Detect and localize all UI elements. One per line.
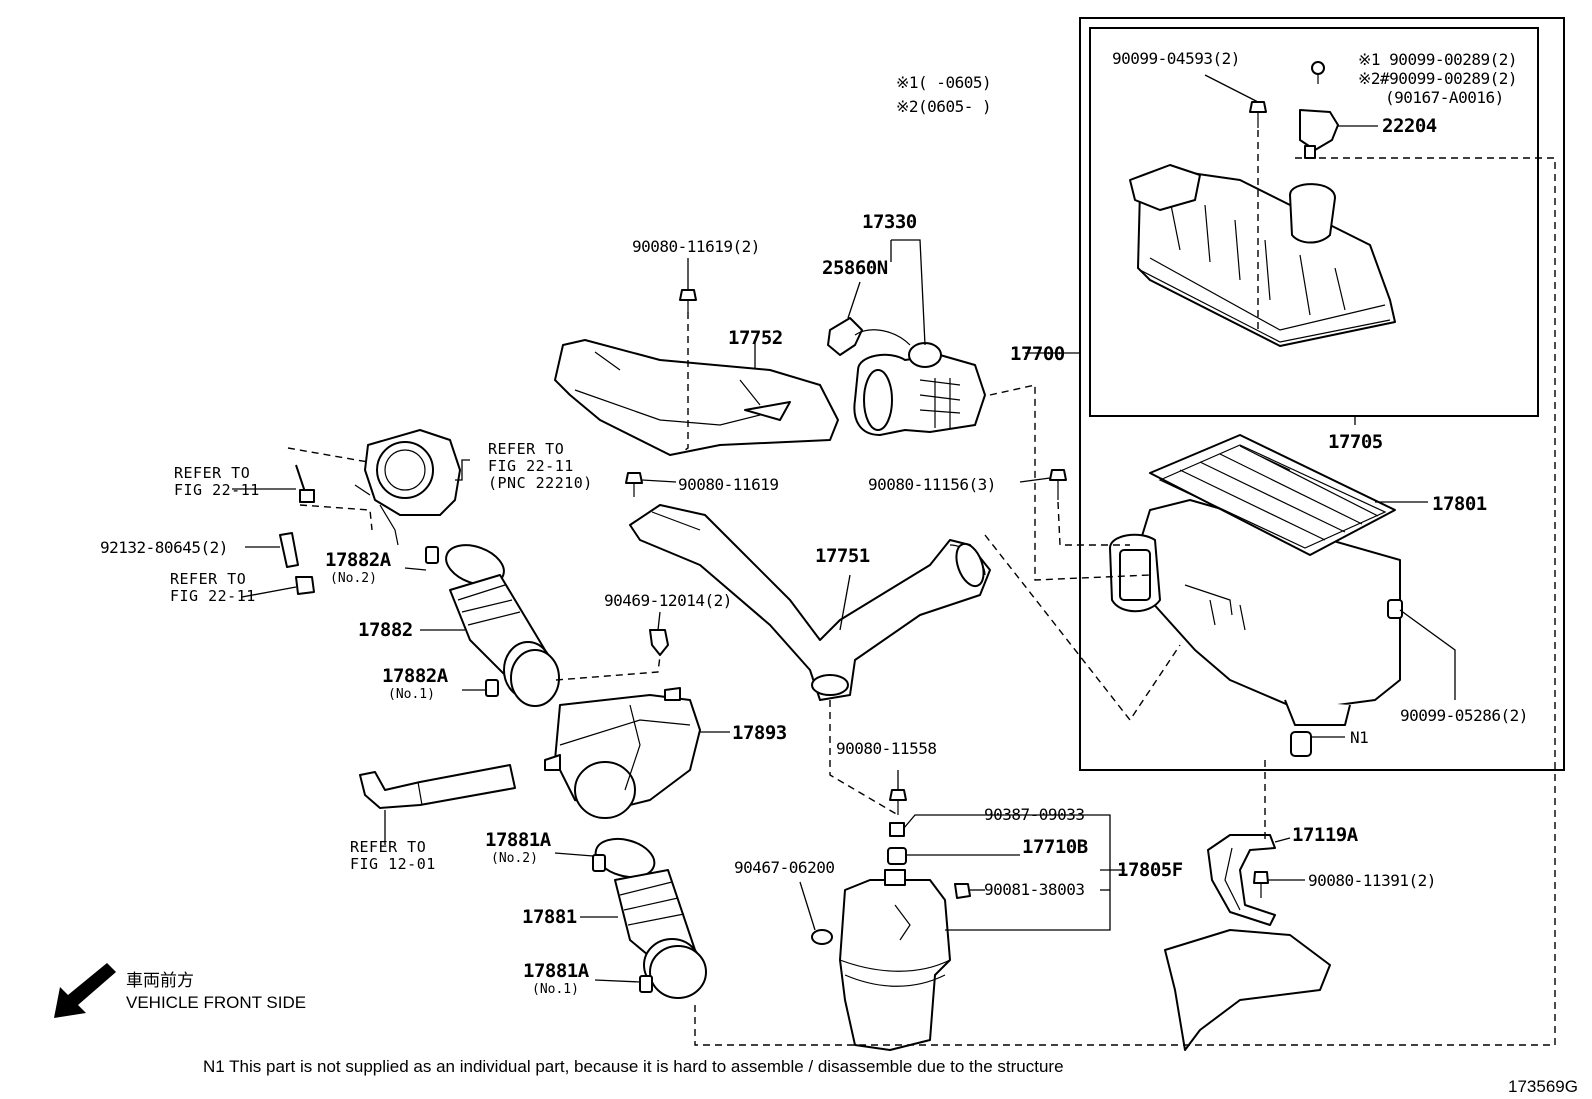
label-17882: 17882 [358,619,413,641]
label-90080-11619-2: 90080-11619(2) [632,237,760,256]
label-90099-00289-b: ※2#90099-00289(2) [1358,69,1517,88]
body-panel [1164,929,1331,1051]
part-n1 [1290,731,1312,757]
leader-lines [232,74,1456,983]
label-17801: 17801 [1432,493,1487,515]
hose-17881 [594,837,707,999]
bolt-90099-04593 [1249,101,1267,128]
front-direction-arrow-icon [54,963,116,1018]
footnote: N1 This part is not supplied as an indiv… [203,1057,1064,1076]
label-17882A-no2-sub: (No.2) [330,571,377,586]
clip-90469 [649,629,669,656]
label-90080-11619: 90080-11619 [678,475,778,494]
ref-throttle-l1: REFER TO [488,440,564,458]
hose-refer-12-01 [359,764,516,809]
label-90469: 90469-12014(2) [604,591,732,610]
label-17330: 17330 [862,211,917,233]
ref-throttle-l2: FIG 22-11 [488,457,574,475]
labels: ※1( -0605) ※2(0605- ) 90099-04593(2) ※1 … [100,49,1578,1096]
resonator-17805F [839,869,951,1051]
clamp-17882A-no2 [425,546,439,564]
label-90167: (90167-A0016) [1385,88,1504,107]
bolt-90080-11391 [1253,871,1269,898]
label-25860N: 25860N [822,257,888,279]
label-17882A-no1: 17882A [382,665,449,687]
label-90081: 90081-38003 [984,880,1084,899]
bolt-refer-22-11 [295,464,315,503]
clamp-17881A-no1 [639,975,653,993]
nut-refer-22-11 [295,576,315,595]
label-17700: 17700 [1010,343,1065,365]
label-17710B: 17710B [1022,836,1088,858]
vehicle-front-en: VEHICLE FRONT SIDE [126,993,306,1012]
label-90099-00289-a: ※1 90099-00289(2) [1358,50,1517,69]
label-17893: 17893 [732,722,787,744]
ref-bolt-l2: FIG 22-11 [174,481,260,499]
sensor-25860N [827,317,911,356]
clip-90467 [811,929,833,945]
label-17881A-no1-sub: (No.1) [532,982,579,997]
label-17881: 17881 [522,906,577,928]
grommet-90099-05286 [1387,599,1403,619]
variant-note-2: ※2(0605- ) [896,97,991,116]
bolt-90080-11619 [625,472,643,497]
screw-90099-00289 [1311,61,1325,84]
label-17882A-no1-sub: (No.1) [388,687,435,702]
variant-note-1: ※1( -0605) [896,73,991,92]
throttle-body [354,429,461,546]
ref-hose-l1: REFER TO [350,838,426,856]
label-90080-11391: 90080-11391(2) [1308,871,1436,890]
label-17881A-no2-sub: (No.2) [491,851,538,866]
label-17805F: 17805F [1117,859,1183,881]
air-cleaner-cap [1129,164,1396,347]
ref-bolt-l1: REFER TO [174,464,250,482]
air-filter-element [1149,434,1396,556]
label-22204: 22204 [1382,115,1437,137]
label-17881A-no1: 17881A [523,960,590,982]
ref-hose-l2: FIG 12-01 [350,855,436,873]
label-90467: 90467-06200 [734,858,834,877]
figure-id: 173569G [1508,1077,1578,1096]
label-17119A: 17119A [1292,824,1359,846]
ref-throttle-l3: (PNC 22210) [488,474,593,492]
cushion-17710B [887,847,907,865]
label-90387: 90387-09033 [984,805,1084,824]
ref-nut-l2: FIG 22-11 [170,587,256,605]
intake-duct-17752 [554,339,839,456]
label-17882A-no2: 17882A [325,549,392,571]
clamp-17882A-no1 [485,679,499,697]
hose-17882 [445,544,560,707]
label-92132: 92132-80645(2) [100,538,228,557]
label-17751: 17751 [815,545,870,567]
label-90099-04593: 90099-04593(2) [1112,49,1240,68]
bolt-90080-11558 [889,789,907,815]
label-90099-05286: 90099-05286(2) [1400,706,1528,725]
air-cleaner-case [1109,499,1401,726]
bolt-90080-11619-2 [679,289,697,312]
dashed-guide-lines [287,130,1556,1046]
label-17752: 17752 [728,327,783,349]
air-flow-meter-17330 [853,342,986,436]
label-n1: N1 [1350,728,1368,747]
stud-92132-80645 [279,532,299,568]
sensor-22204 [1299,109,1339,159]
assembly-frame-17700 [1079,17,1565,771]
label-17881A-no2: 17881A [485,829,552,851]
label-90080-11558: 90080-11558 [836,739,936,758]
intake-duct-17751 [629,504,991,701]
sub-frame-17705 [1089,27,1539,417]
ref-nut-l1: REFER TO [170,570,246,588]
collar-90387 [889,822,905,837]
bolt-90080-11156 [1049,469,1067,500]
clamp-17881A-no2 [592,854,606,872]
bracket-17119A [1207,834,1276,926]
nut-90081 [954,883,971,899]
vehicle-front-jp: 車両前方 [126,971,194,990]
label-17705: 17705 [1328,431,1383,453]
resonator-17893 [544,687,701,819]
label-90080-11156: 90080-11156(3) [868,475,996,494]
